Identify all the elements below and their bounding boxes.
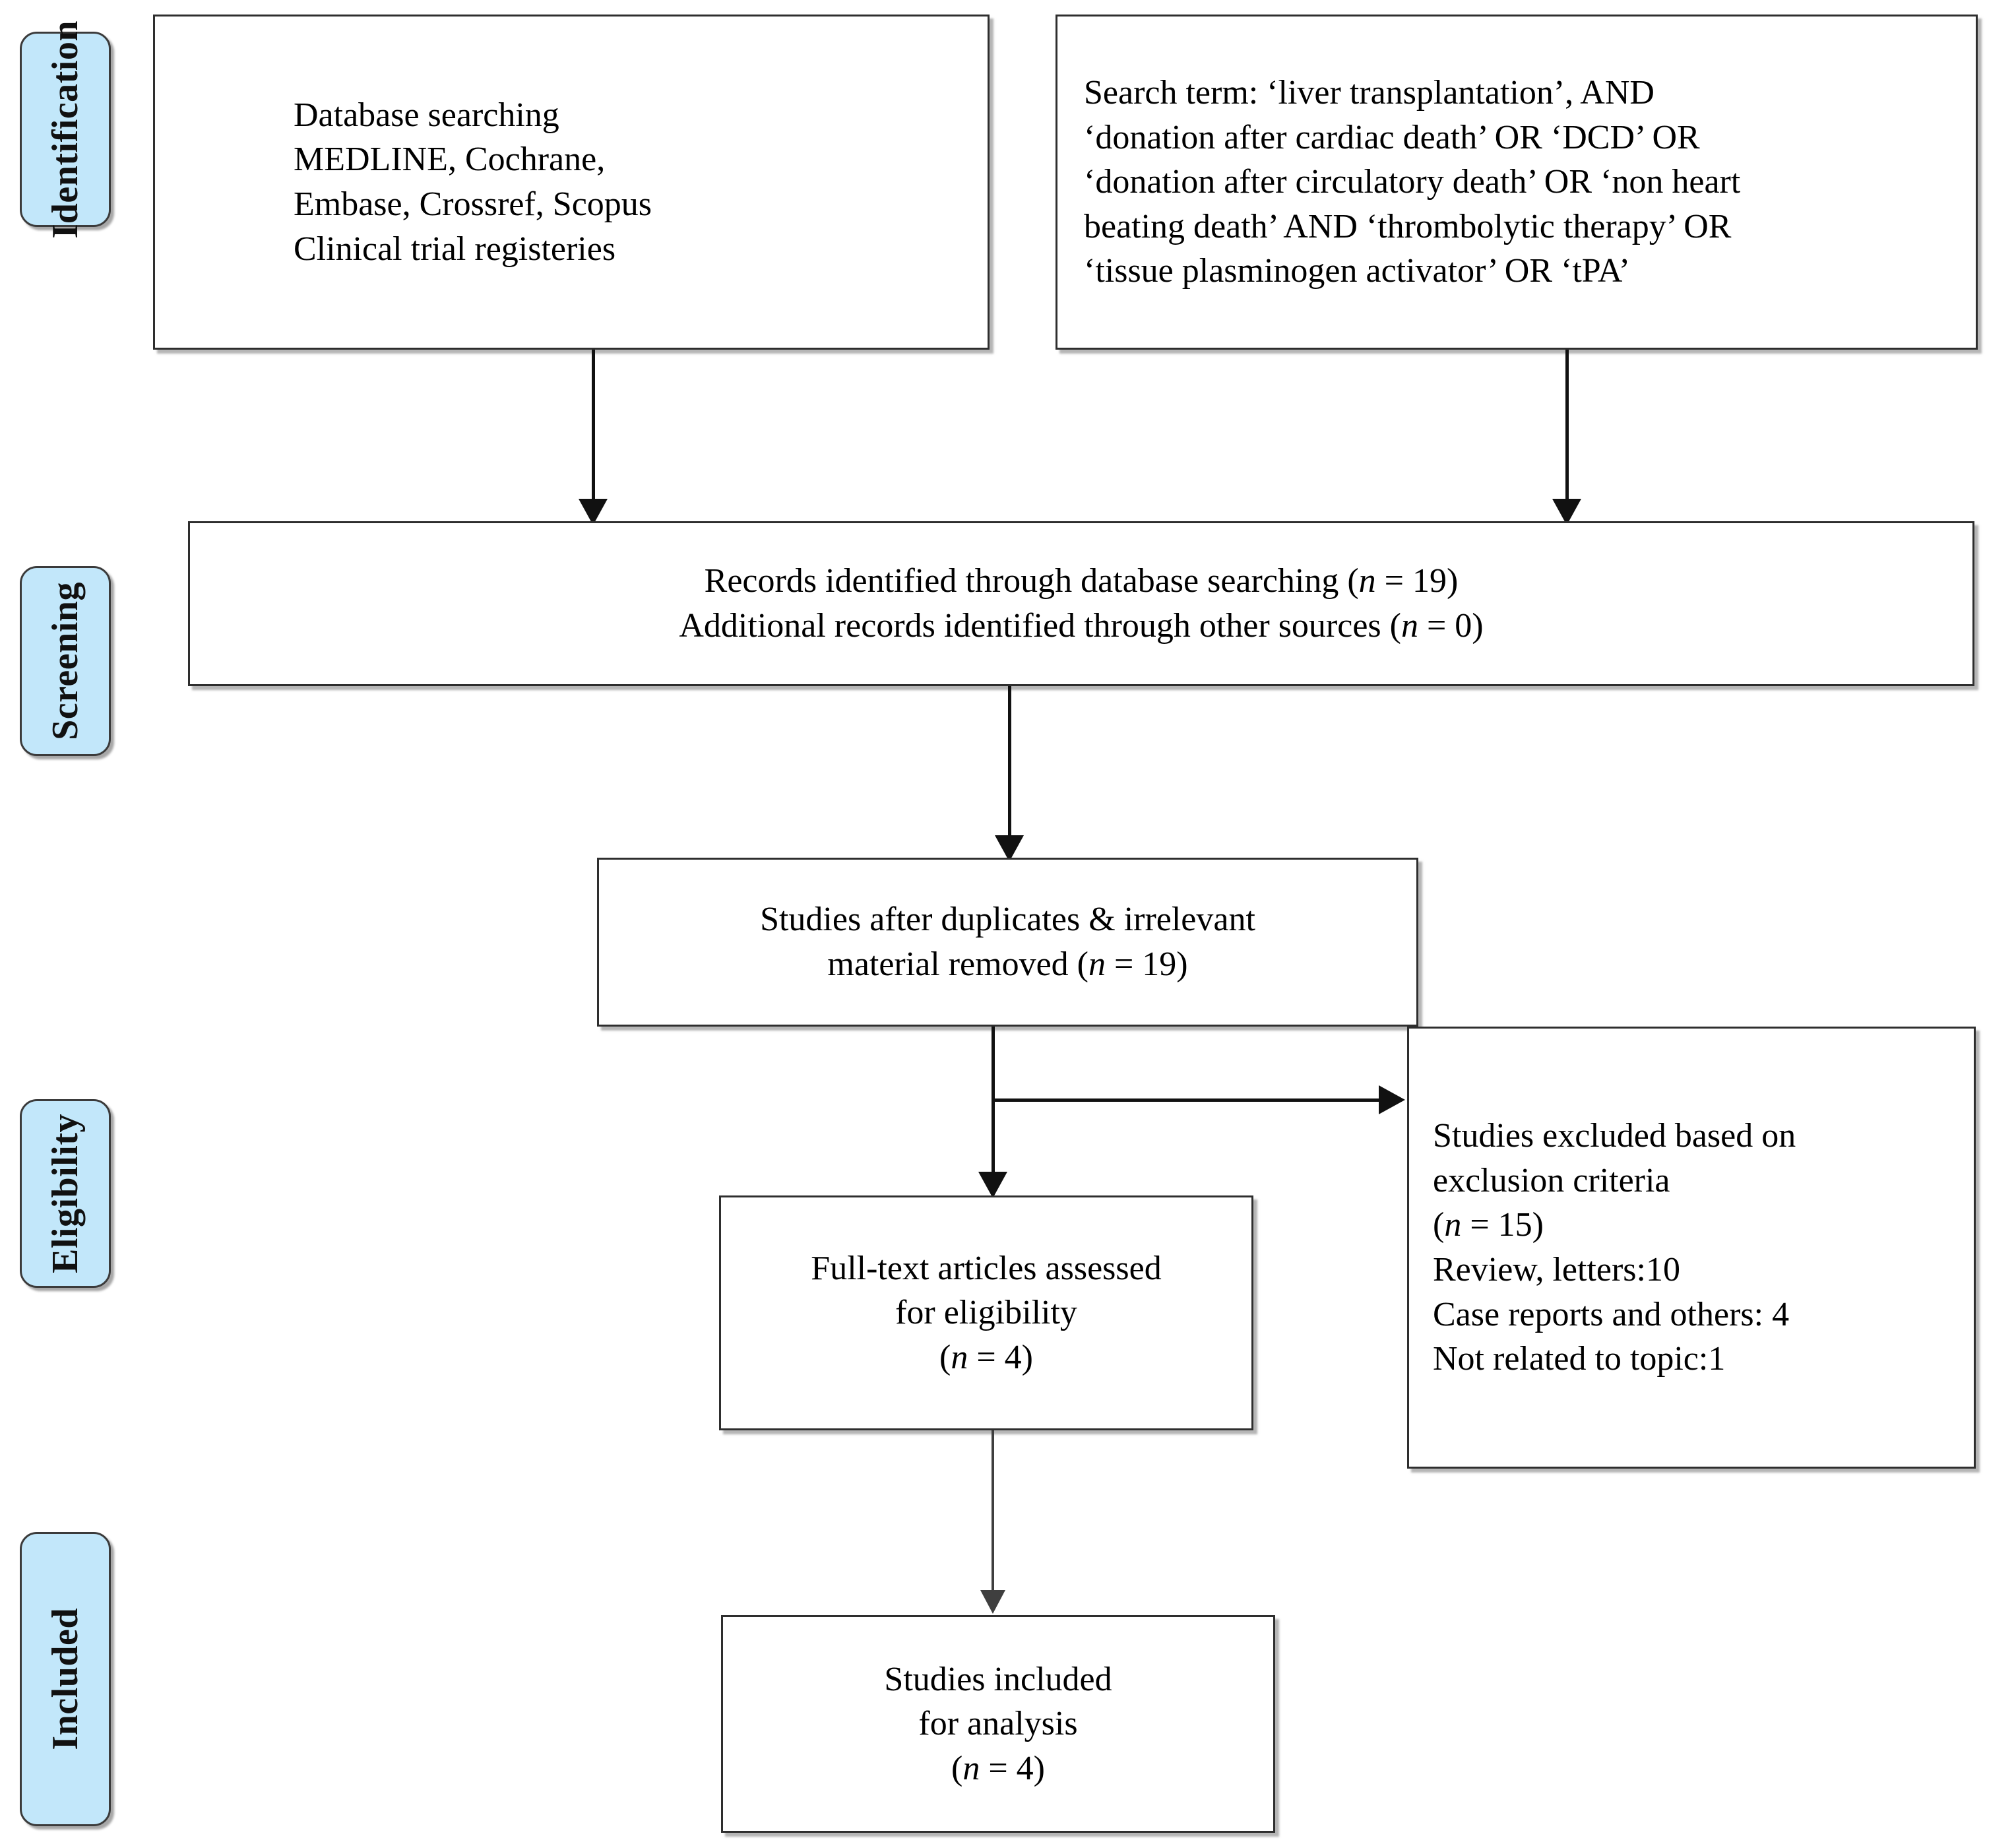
stage-badge-screening: Screening <box>20 566 111 756</box>
stage-label-included: Included <box>45 1608 86 1750</box>
database-line-1: Database searching <box>294 96 559 134</box>
search-term-line-2: ‘donation after cardiac death’ OR ‘DCD’ … <box>1084 118 1700 156</box>
included-line-3-n: n <box>962 1749 980 1787</box>
duplicates-line-2-pre: material removed ( <box>827 945 1088 983</box>
records-line-2-n: n <box>1401 607 1418 645</box>
stage-badge-eligibility: Eligibility <box>20 1099 111 1288</box>
search-term-line-1: Search term: ‘liver transplantation’, AN… <box>1084 74 1654 112</box>
database-line-3: Embase, Crossref, Scopus <box>294 185 652 223</box>
excluded-line-5: Case reports and others: 4 <box>1433 1295 1790 1333</box>
arrowhead-duplicates-to-excluded <box>1379 1085 1405 1114</box>
database-line-2: MEDLINE, Cochrane, <box>294 141 606 179</box>
excluded-line-1: Studies excluded based on <box>1433 1117 1796 1155</box>
connector-duplicates-to-fulltext <box>992 1027 995 1188</box>
records-line-1-n: n <box>1358 562 1376 600</box>
stage-badge-identification: Identification <box>20 20 111 238</box>
box-records-identified: Records identified through database sear… <box>188 521 1974 686</box>
excluded-line-6: Not related to topic:1 <box>1433 1340 1726 1378</box>
box-studies-included: Studies included for analysis (n = 4) <box>721 1615 1275 1833</box>
stage-badge-included: Included <box>20 1532 111 1826</box>
connector-fulltext-to-included <box>992 1430 994 1608</box>
stage-label-eligibility: Eligibility <box>45 1114 86 1273</box>
arrowhead-databases-to-records <box>579 499 608 525</box>
records-line-2: Additional records identified through ot… <box>679 604 1483 649</box>
box-studies-excluded: Studies excluded based on exclusion crit… <box>1407 1027 1976 1469</box>
connector-databases-to-records <box>592 350 595 516</box>
records-line-2-post: = 0) <box>1418 607 1484 645</box>
duplicates-line-2: material removed (n = 19) <box>827 942 1187 987</box>
included-line-3-post: = 4) <box>980 1749 1045 1787</box>
included-line-2: for analysis <box>918 1705 1078 1743</box>
duplicates-line-2-n: n <box>1088 945 1106 983</box>
records-line-2-pre: Additional records identified through ot… <box>679 607 1401 645</box>
search-term-line-5: ‘tissue plasminogen activator’ OR ‘tPA’ <box>1084 252 1631 290</box>
arrowhead-searchterms-to-records <box>1552 499 1581 525</box>
box-after-duplicates: Studies after duplicates & irrelevant ma… <box>597 858 1418 1027</box>
excluded-line-3-post: = 15) <box>1461 1206 1544 1244</box>
stage-label-identification: Identification <box>45 20 86 239</box>
included-line-1: Studies included <box>884 1660 1112 1698</box>
excluded-line-3-pre: ( <box>1433 1206 1445 1244</box>
duplicates-line-2-post: = 19) <box>1105 945 1188 983</box>
box-full-text-assessed: Full-text articles assessed for eligibil… <box>719 1195 1253 1430</box>
connector-records-to-duplicates <box>1008 686 1011 851</box>
fulltext-line-1: Full-text articles assessed <box>811 1249 1162 1287</box>
box-database-searching: Database searching MEDLINE, Cochrane, Em… <box>153 15 990 350</box>
stage-label-screening: Screening <box>45 582 86 740</box>
connector-searchterms-to-records <box>1565 350 1569 516</box>
excluded-line-3: (n = 15) <box>1433 1203 1544 1248</box>
connector-duplicates-to-excluded <box>992 1098 1381 1102</box>
search-term-line-4: beating death’ AND ‘thrombolytic therapy… <box>1084 207 1732 245</box>
records-line-1-post: = 19) <box>1375 562 1459 600</box>
search-term-line-3: ‘donation after circulatory death’ OR ‘n… <box>1084 163 1741 201</box>
fulltext-line-3-n: n <box>951 1338 968 1376</box>
excluded-line-2: exclusion criteria <box>1433 1161 1670 1199</box>
arrowhead-records-to-duplicates <box>995 835 1024 862</box>
arrowhead-duplicates-to-fulltext <box>978 1172 1007 1198</box>
arrowhead-fulltext-to-included <box>980 1590 1005 1614</box>
fulltext-line-2: for eligibility <box>895 1294 1077 1332</box>
database-line-4: Clinical trial registeries <box>294 230 616 268</box>
included-line-3: (n = 4) <box>951 1746 1045 1791</box>
fulltext-line-3-post: = 4) <box>968 1338 1033 1376</box>
records-line-1: Records identified through database sear… <box>705 559 1459 604</box>
excluded-line-3-n: n <box>1444 1206 1462 1244</box>
records-line-1-pre: Records identified through database sear… <box>704 562 1359 600</box>
included-line-3-pre: ( <box>951 1749 963 1787</box>
fulltext-line-3: (n = 4) <box>939 1335 1033 1380</box>
fulltext-line-3-pre: ( <box>939 1338 951 1376</box>
excluded-line-4: Review, letters:10 <box>1433 1251 1680 1289</box>
box-search-terms: Search term: ‘liver transplantation’, AN… <box>1055 15 1978 350</box>
duplicates-line-1: Studies after duplicates & irrelevant <box>760 901 1255 939</box>
